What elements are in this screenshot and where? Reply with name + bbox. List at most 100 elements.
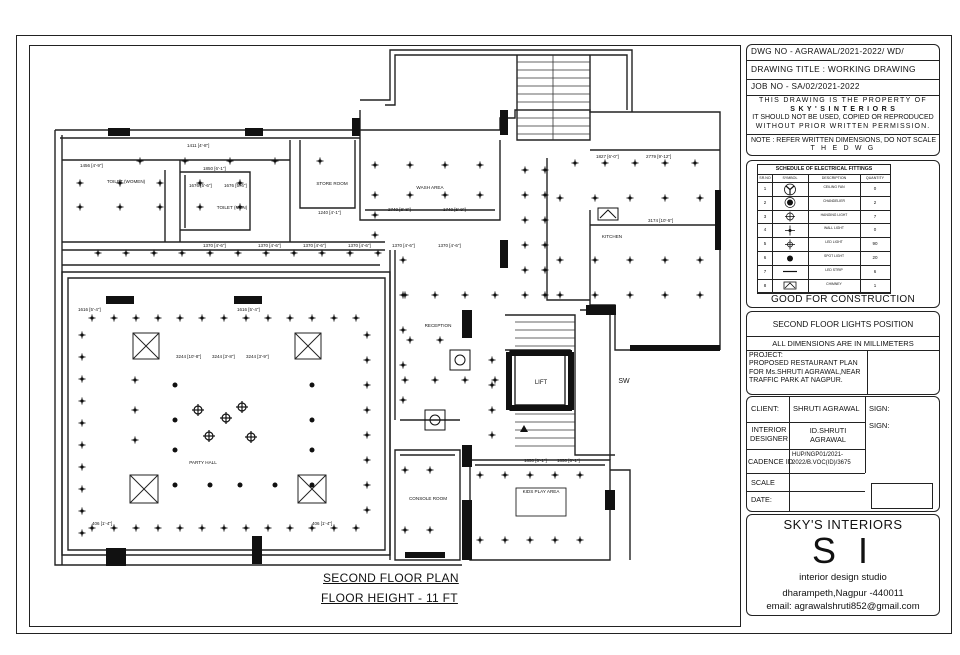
led-light-icon (488, 431, 496, 439)
led-light-icon (601, 159, 609, 167)
dwg-no: DWG NO - AGRAWAL/2021-2022/ WD/ (751, 47, 904, 56)
stamp-box (871, 483, 933, 509)
schedule-srno: 2 (763, 199, 767, 205)
scale-note: NOTE : REFER WRITTEN DIMENSIONS, DO NOT … (751, 137, 936, 144)
schedule-desc: CEILING FAN (823, 185, 845, 189)
sheet-title: SECOND FLOOR LIGHTS POSITION (772, 319, 914, 329)
led-light-icon (286, 524, 294, 532)
cadence-value: HUP/NGP01/2021- 2022/B.VOC(ID)/3675 (792, 452, 851, 466)
dim-25: 406 [1'-4"] (92, 521, 112, 526)
led-light-icon (196, 179, 204, 187)
led-light-icon (541, 291, 549, 299)
led-light-icon (242, 524, 250, 532)
led-light-icon (220, 524, 228, 532)
led-light-icon (88, 314, 96, 322)
kids-play-mat (515, 487, 567, 517)
walls (54, 49, 721, 566)
led-light-icon (176, 524, 184, 532)
led-light-icon (94, 249, 102, 257)
led-light-icon (308, 314, 316, 322)
led-light-icon (541, 241, 549, 249)
schedule-col-divider (860, 175, 861, 293)
led-light-icon (363, 381, 371, 389)
dim-5: 1370 [4'-6"] (392, 243, 415, 248)
led-light-icon (406, 161, 414, 169)
studio-address: dharampeth,Nagpur -440011 (782, 588, 904, 599)
schedule-srno: 6 (763, 255, 767, 260)
dim-16: 1616 [5'-4"] (78, 307, 101, 312)
led-light-icon (526, 536, 534, 544)
schedule-srno: 3 (763, 213, 767, 219)
led-light-icon (541, 266, 549, 274)
led-light-icon (198, 524, 206, 532)
led-light-icon (476, 191, 484, 199)
designer-value: ID.SHRUTI AGRAWAL (809, 426, 847, 444)
led-light-icon (363, 406, 371, 414)
schedule-header-cell: SR.NO (759, 176, 771, 180)
led-light-icon (318, 249, 326, 257)
led-light-icon (363, 331, 371, 339)
led-light-icon (441, 191, 449, 199)
led-light-icon (154, 314, 162, 322)
led-light-icon (136, 157, 144, 165)
led-light-icon (363, 431, 371, 439)
led-light-icon (571, 159, 579, 167)
studio-tagline: interior design studio (799, 572, 887, 583)
led-light-icon (441, 161, 449, 169)
hanging-lights (192, 401, 257, 443)
dim-26: 406 [1'-4"] (312, 521, 332, 526)
schedule-desc: CHIMNEY (826, 281, 842, 286)
led-light-icon (696, 194, 704, 202)
spot-lights (172, 382, 315, 488)
led-light-icon (461, 376, 469, 384)
schedule-srno: 8 (763, 282, 767, 288)
schedule-header-cell: SYMBOL (782, 176, 798, 180)
dim-2: 1370 [4'-6"] (258, 243, 281, 248)
sheet-info: SECOND FLOOR LIGHTS POSITION ALL DIMENSI… (746, 311, 940, 395)
schedule-desc: CHANDELIER (823, 198, 845, 203)
led-light-icon (551, 536, 559, 544)
led-light-icon (363, 456, 371, 464)
led-light-icon (220, 314, 228, 322)
led-light-icon (556, 256, 564, 264)
stair-treads-top (517, 55, 590, 140)
ceiling-fan-icon (781, 183, 799, 196)
led-light-icon (576, 471, 584, 479)
dim-23: 1676 [5'-6"] (189, 183, 212, 188)
led-light-icon (501, 471, 509, 479)
led-light-icon (626, 291, 634, 299)
led-light-icon (78, 353, 86, 361)
schedule-qty: 20 (872, 255, 878, 260)
led-light-icon (626, 256, 634, 264)
dim-21: 1850 [6'-1"] (524, 458, 547, 463)
led-light-icon (521, 291, 529, 299)
led-light-icon (488, 381, 496, 389)
led-light-icon (78, 397, 86, 405)
led-light-icon (476, 161, 484, 169)
led-light-icon (551, 471, 559, 479)
led-light-icon (363, 481, 371, 489)
dim-19: 1411 [4'-8"] (187, 143, 209, 148)
room-labels: TOILET (WOMEN) TOILET (MEN) STORE ROOM W… (107, 179, 622, 501)
led-light-icon (156, 179, 164, 187)
led-light-icon (330, 524, 338, 532)
led-lights (76, 157, 704, 544)
led-strip-icon (781, 265, 799, 278)
schedule-srno: 7 (763, 268, 767, 274)
room-kids: KIDS PLAY AREA (523, 489, 561, 494)
led-light-icon (521, 266, 529, 274)
led-light-icon (264, 314, 272, 322)
led-light-icon (436, 336, 444, 344)
led-light-icon (488, 356, 496, 364)
schedule-title: SCHEDULE OF ELECTRICAL FITTINGS (775, 166, 873, 172)
led-light-icon (661, 159, 669, 167)
led-light-icon (308, 524, 316, 532)
led-light-icon (556, 291, 564, 299)
led-light-icon (131, 376, 139, 384)
led-light-icon (78, 507, 86, 515)
